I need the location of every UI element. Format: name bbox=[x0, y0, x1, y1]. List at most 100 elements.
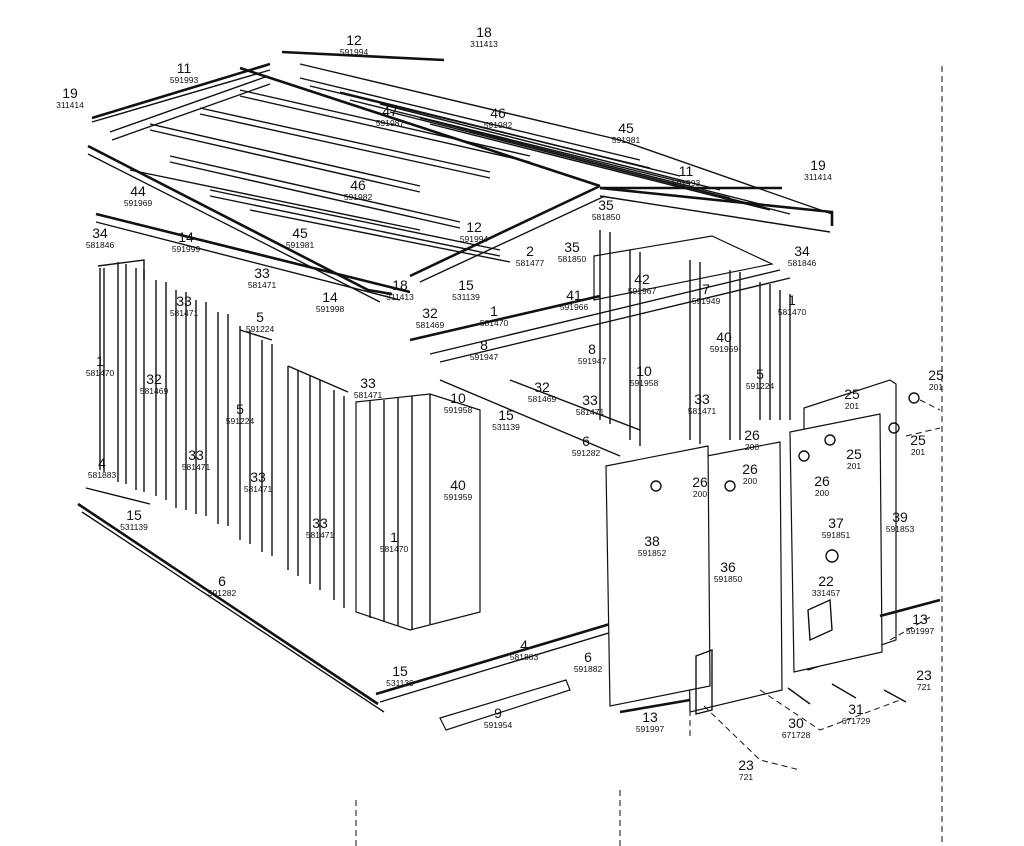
callout-number: 25 bbox=[928, 367, 944, 383]
callout-number: 33 bbox=[254, 265, 270, 281]
part-number: 311413 bbox=[470, 39, 498, 49]
callout-number: 38 bbox=[644, 533, 660, 549]
part-number: 591958 bbox=[630, 378, 659, 388]
part-number: 581846 bbox=[788, 258, 817, 268]
callout-number: 23 bbox=[738, 757, 754, 773]
callout-number: 34 bbox=[92, 225, 108, 241]
part-number: 591850 bbox=[714, 574, 743, 584]
part-number: 531139 bbox=[452, 292, 480, 302]
part-number: 581471 bbox=[576, 407, 605, 417]
part-number: 591224 bbox=[746, 381, 775, 391]
part-number: 200 bbox=[745, 442, 759, 452]
part-number: 591947 bbox=[578, 356, 607, 366]
part-number: 581471 bbox=[354, 390, 383, 400]
callout-number: 13 bbox=[912, 611, 928, 627]
callout-number: 25 bbox=[844, 386, 860, 402]
callout-number: 25 bbox=[910, 432, 926, 448]
part-number: 591994 bbox=[460, 234, 489, 244]
part-number: 591959 bbox=[710, 344, 739, 354]
part-number: 671728 bbox=[782, 730, 811, 740]
callout-number: 7 bbox=[702, 281, 710, 297]
callout-number: 26 bbox=[742, 461, 758, 477]
callout-number: 45 bbox=[618, 120, 634, 136]
callout-number: 1 bbox=[390, 529, 398, 545]
part-number: 671729 bbox=[842, 716, 871, 726]
callout-number: 6 bbox=[218, 573, 226, 589]
part-number: 581470 bbox=[380, 544, 409, 554]
callout-number: 19 bbox=[62, 85, 78, 101]
callout-number: 15 bbox=[458, 277, 474, 293]
part-number: 591981 bbox=[286, 240, 315, 250]
part-number: 331457 bbox=[812, 588, 841, 598]
part-number: 200 bbox=[693, 489, 707, 499]
callout-number: 15 bbox=[498, 407, 514, 423]
callout-number: 26 bbox=[814, 473, 830, 489]
callout-number: 33 bbox=[312, 515, 328, 531]
callout-number: 39 bbox=[892, 509, 908, 525]
callout-number: 5 bbox=[236, 401, 244, 417]
part-number: 581850 bbox=[592, 212, 621, 222]
part-number: 591966 bbox=[560, 302, 589, 312]
callout-number: 30 bbox=[788, 715, 804, 731]
callout-number: 2 bbox=[526, 243, 534, 259]
part-number: 591999 bbox=[172, 244, 201, 254]
callout-number: 32 bbox=[422, 305, 438, 321]
callout-number: 33 bbox=[176, 293, 192, 309]
callout-number: 1 bbox=[788, 292, 796, 308]
callout-number: 33 bbox=[250, 469, 266, 485]
part-number: 581470 bbox=[86, 368, 115, 378]
callout-number: 40 bbox=[450, 477, 466, 493]
callout-number: 33 bbox=[360, 375, 376, 391]
part-number: 721 bbox=[917, 682, 931, 692]
callout-number: 33 bbox=[694, 391, 710, 407]
callout-number: 18 bbox=[392, 277, 408, 293]
callout-number: 4 bbox=[98, 455, 106, 471]
part-number: 311413 bbox=[386, 292, 414, 302]
callout-number: 34 bbox=[794, 243, 810, 259]
part-number: 581469 bbox=[528, 394, 557, 404]
part-number: 591998 bbox=[316, 304, 345, 314]
callout-number: 42 bbox=[634, 271, 650, 287]
callout-number: 1 bbox=[490, 303, 498, 319]
part-number: 591852 bbox=[638, 548, 667, 558]
part-number: 591997 bbox=[906, 626, 935, 636]
part-number: 591282 bbox=[572, 448, 601, 458]
callout-number: 10 bbox=[450, 390, 466, 406]
part-number: 201 bbox=[845, 401, 859, 411]
part-number: 591853 bbox=[886, 524, 915, 534]
part-number: 591969 bbox=[124, 198, 153, 208]
part-number: 591959 bbox=[444, 492, 473, 502]
part-number: 721 bbox=[739, 772, 753, 782]
callout-number: 46 bbox=[490, 105, 506, 121]
callout-number: 32 bbox=[146, 371, 162, 387]
callout-number: 46 bbox=[350, 177, 366, 193]
part-number: 581471 bbox=[182, 462, 211, 472]
part-number: 591958 bbox=[444, 405, 473, 415]
callout-number: 15 bbox=[392, 663, 408, 679]
part-number: 581883 bbox=[88, 470, 117, 480]
callout-number: 23 bbox=[916, 667, 932, 683]
callout-number: 12 bbox=[346, 32, 362, 48]
callout-number: 9 bbox=[494, 705, 502, 721]
part-number: 591997 bbox=[636, 724, 665, 734]
callout-number: 6 bbox=[584, 649, 592, 665]
callout-number: 26 bbox=[692, 474, 708, 490]
part-number: 591993 bbox=[170, 75, 199, 85]
part-number: 581470 bbox=[480, 318, 509, 328]
callout-number: 5 bbox=[756, 366, 764, 382]
callout-number: 11 bbox=[177, 60, 192, 76]
part-number: 581471 bbox=[306, 530, 335, 540]
part-number: 581471 bbox=[244, 484, 273, 494]
callout-number: 5 bbox=[256, 309, 264, 325]
part-number: 591994 bbox=[340, 47, 369, 57]
callout-number: 26 bbox=[744, 427, 760, 443]
part-number: 581471 bbox=[248, 280, 277, 290]
part-number: 201 bbox=[929, 382, 943, 392]
part-number: 311414 bbox=[804, 172, 832, 182]
part-number: 591954 bbox=[484, 720, 513, 730]
part-number: 581477 bbox=[516, 258, 545, 268]
part-number: 581850 bbox=[558, 254, 587, 264]
part-number: 581471 bbox=[170, 308, 199, 318]
callout-number: 22 bbox=[818, 573, 834, 589]
